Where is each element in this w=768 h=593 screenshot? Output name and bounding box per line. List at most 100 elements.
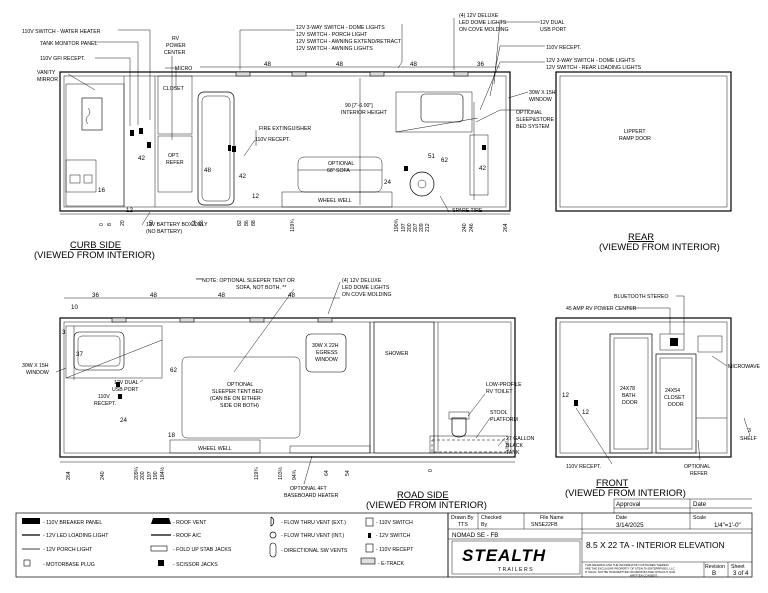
front-label: CLOSET — [664, 395, 686, 401]
curb-label: 110V GFI RECEPT. — [40, 56, 85, 62]
dimension-value: 197 — [147, 471, 153, 480]
dimension-value: 94¾ — [292, 469, 298, 480]
ramp-door-label: RAMP DOOR — [619, 136, 651, 142]
sink-fixture — [69, 174, 81, 184]
road-label: (CAN BE ON EITHER — [210, 396, 261, 402]
opt-refer-box — [157, 135, 193, 193]
road-label: LOW-PROFILE — [486, 382, 522, 388]
curb-label: WHEEL WELL — [318, 198, 352, 204]
disclaimer-line: WRITTEN CONSENT. — [630, 574, 658, 578]
dimension-value: 24 — [120, 417, 127, 424]
curb-label: OPTIONAL — [516, 110, 542, 116]
roof-vent-icon — [151, 518, 171, 524]
dimension-value: 62 — [441, 157, 448, 164]
curb-label: FIRE EXTINGUISHER — [259, 126, 311, 132]
sheet-value: 3 of 4 — [733, 570, 749, 577]
curb-label: 12V SWITCH - AWNING EXTEND/RETRACT — [296, 39, 402, 45]
dimension-value: 190 — [153, 471, 159, 480]
egress-window — [305, 333, 347, 373]
mirror-glyph-icon — [85, 107, 91, 125]
curb-label: INTERIOR HEIGHT — [341, 110, 388, 116]
stool-platform — [429, 435, 509, 454]
curb-label: SLEEP&STORE — [516, 117, 555, 123]
front-label: BATH — [622, 393, 636, 399]
legend-item: - FOLD UP STAB JACKS — [173, 547, 232, 553]
curb-label: BED SYSTEM — [516, 124, 549, 130]
sheet-title: 8.5 X 22 TA - INTERIOR ELEVATION — [586, 540, 725, 550]
symbol-legend: - 110V BREAKER PANEL - 12V LED LOADING L… — [15, 512, 449, 578]
bath-door — [609, 333, 653, 454]
stealth-logo-sub: T R A I L E R S — [498, 567, 533, 573]
curb-label: MIRROR — [37, 77, 58, 83]
road-label: BLACK — [506, 443, 524, 449]
road-label: RECEPT. — [94, 401, 116, 407]
scale-value: 1/4"=1'-0" — [714, 522, 741, 529]
legend-item: - 12V PORCH LIGHT — [43, 547, 93, 553]
road-wheel-well — [169, 439, 261, 454]
curb-label: 30W X 15H — [529, 90, 556, 96]
curb-label: OPT. — [168, 153, 180, 159]
curb-label: 12V BATTERY BOX ONLY — [146, 222, 208, 228]
front-label: 45 AMP RV POWER CENTER — [566, 306, 637, 312]
road-label: LED DOME LIGHTS — [342, 285, 390, 291]
rear-elevation: LIPPERT RAMP DOOR REAR (VIEWED FROM INTE… — [555, 71, 732, 252]
road-note: SOFA, NOT BOTH. ** — [236, 285, 286, 291]
dimension-value: 3 — [62, 329, 66, 336]
dimension-value: 56 — [199, 220, 205, 226]
front-label: 24X54 — [665, 388, 680, 394]
legend-item: - ROOF A/C — [173, 533, 201, 539]
dimension-value: 8 — [107, 223, 113, 226]
dimension-value: 36 — [92, 292, 99, 299]
road-label: SIDE OR BOTH) — [220, 403, 259, 409]
legend-item: - FLOW THRU VENT (EXT.) — [281, 520, 346, 526]
checked-by-value: By — [481, 522, 487, 528]
dimension-value: 264 — [503, 223, 509, 232]
front-wall-outline — [555, 317, 732, 458]
dimension-value: 51 — [428, 153, 435, 160]
file-name-value: SNSE22FB — [531, 522, 558, 528]
dimension-value: 24 — [384, 179, 391, 186]
dimension-value: 3 — [748, 428, 751, 434]
dimension-value: 103½ — [277, 466, 284, 480]
curb-label: ON COVE MOLDING — [459, 27, 509, 33]
dimension-value: 88 — [251, 220, 257, 226]
road-label: PLATFORM — [490, 417, 518, 423]
legend-item: - 110V SWITCH — [376, 520, 413, 526]
road-caption: ROAD SIDE — [397, 489, 449, 500]
legend-item: - ROOF VENT — [173, 520, 207, 526]
dimension-value: 119¾ — [290, 219, 296, 232]
dimension-value: 20 — [120, 220, 126, 226]
curb-label: 12V 3-WAY SWITCH - DOME LIGHTS — [296, 25, 385, 31]
curb-label: 12V SWITCH - REAR LOADING LIGHTS — [546, 65, 642, 71]
disclaimer-line: IT SHALL NOT BE TRANSMITTED OR REPRODUCE… — [585, 570, 675, 574]
file-name-label: File Name — [540, 515, 564, 521]
dimension-value: 200 — [407, 223, 413, 232]
microwave-box — [697, 335, 723, 353]
curb-caption-sub: (VIEWED FROM INTERIOR) — [34, 249, 155, 260]
curb-label: USB PORT — [540, 27, 567, 33]
legend-item: - SCISSOR JACKS — [173, 562, 218, 568]
dimension-value: 119¾ — [254, 467, 260, 480]
directional-vent-icon — [269, 542, 277, 558]
curb-label: 90 [7'-6.00"] — [345, 103, 373, 109]
model-name: NOMAD SE - FB — [452, 532, 498, 539]
rear-caption: REAR — [628, 231, 654, 242]
dimension-value: 54 — [345, 470, 351, 476]
curb-label: 12V SWITCH - AWNING LIGHTS — [296, 46, 373, 52]
dimension-value: 40 — [149, 220, 155, 226]
dimension-value: 16 — [98, 187, 105, 194]
dimension-value: 10 — [71, 304, 78, 311]
title-block: Approval Date Drawn By TTS Checked By Fi… — [447, 498, 753, 578]
dimension-value: 212 — [425, 223, 431, 232]
curb-label: LED DOME LIGHTS — [459, 20, 507, 26]
curb-label: OPTIONAL — [328, 161, 354, 167]
legend-item: - 110V RECEPT — [376, 547, 414, 553]
front-label: BLUETOOTH STEREO — [614, 294, 668, 300]
dimension-value: 12 — [582, 409, 589, 416]
receptacle-110v-icon — [365, 543, 374, 553]
curb-label: 12V DUAL — [540, 20, 565, 26]
dimension-value: 54 — [192, 220, 198, 226]
road-label: RV TOILET — [486, 389, 513, 395]
road-label: 27 GALLON — [506, 436, 535, 442]
dimension-value: 48 — [204, 167, 211, 174]
